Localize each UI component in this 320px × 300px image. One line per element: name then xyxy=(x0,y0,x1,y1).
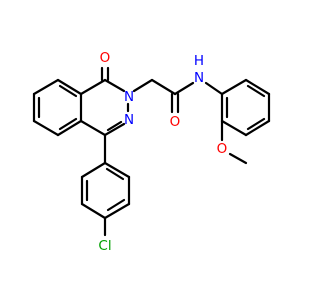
molecule-canvas: O N N O N H O Cl xyxy=(32,50,271,254)
amide-nitrogen-label: N xyxy=(194,70,204,86)
chlorophenyl-ring xyxy=(80,133,131,237)
acetamide-linker xyxy=(132,78,224,114)
pyridazinone-ring xyxy=(79,66,130,137)
amide-oxygen-label: O xyxy=(170,114,181,130)
ring-carbonyl-oxygen-label: O xyxy=(100,50,111,66)
methoxyphenyl-ring xyxy=(220,78,271,165)
benzo-ring xyxy=(32,78,83,137)
amide-hydrogen-label: H xyxy=(194,53,204,69)
ring-nitrogen-3-label: N xyxy=(124,112,134,128)
structure-diagram: O N N O N H O Cl xyxy=(32,50,271,254)
chlorine-label: Cl xyxy=(98,238,111,254)
methoxy-oxygen-label: O xyxy=(217,141,228,157)
ring-nitrogen-2-label: N xyxy=(124,89,134,105)
